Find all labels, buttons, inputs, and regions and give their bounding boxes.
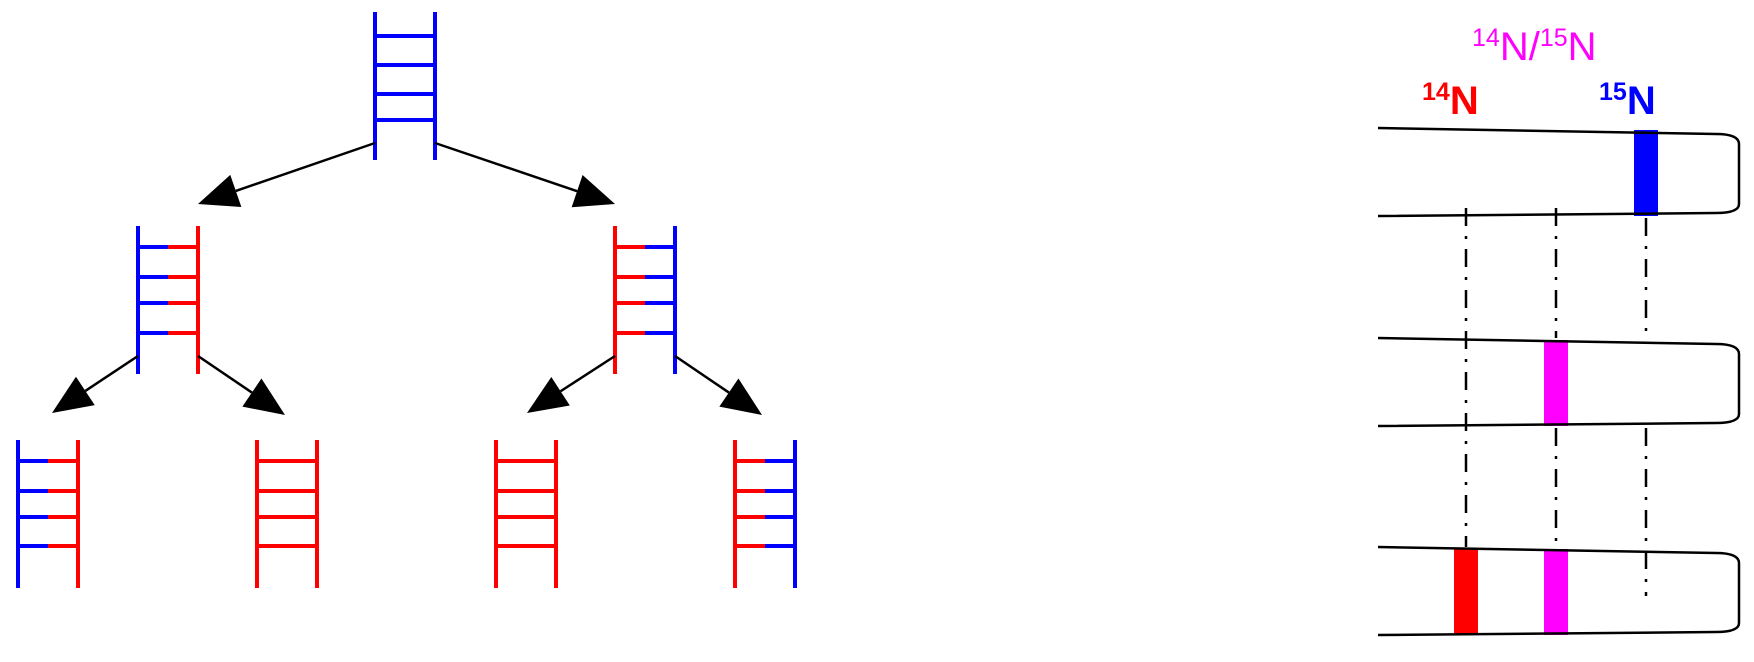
dna-molecule (255, 440, 319, 588)
tube-outline (1377, 545, 1741, 637)
label-n15-sup: 15 (1599, 78, 1627, 106)
arrow-shaft (674, 354, 730, 394)
arrow-shaft (235, 141, 376, 193)
arrow-shaft (84, 354, 139, 392)
replication-arrow (434, 141, 615, 208)
replication-arrows (52, 141, 762, 415)
arrow-shaft (434, 141, 578, 193)
label-hybrid-base2: N (1568, 25, 1597, 69)
centrifuge-panel: 14N/15N 14N 15N (1377, 24, 1741, 637)
arrow-head (571, 175, 615, 208)
arrow-head (242, 378, 285, 415)
replication-arrow (674, 354, 762, 415)
dna-molecule (373, 12, 437, 160)
arrow-head (527, 376, 570, 413)
generation-2 (16, 440, 797, 588)
arrow-head (198, 174, 242, 208)
density-guide-lines (1464, 208, 1648, 596)
centrifuge-tube (1377, 545, 1741, 637)
dna-molecule (733, 440, 797, 588)
arrow-shaft (197, 354, 253, 394)
label-n15-base: N (1627, 79, 1656, 123)
arrow-head (52, 376, 95, 413)
arrow-shaft (559, 354, 616, 393)
centrifuge-tubes (1377, 126, 1741, 637)
arrow-head (719, 378, 762, 415)
label-hybrid-base1: N/ (1500, 25, 1541, 69)
replication-arrow (527, 354, 616, 413)
density-band-hybrid (1544, 549, 1568, 635)
label-n15-density: 15N (1599, 78, 1656, 123)
label-hybrid-sup2: 15 (1540, 24, 1568, 52)
dna-molecule (136, 226, 200, 374)
replication-tree (16, 12, 797, 588)
label-n14-density: 14N (1422, 78, 1479, 123)
label-hybrid-density: 14N/15N (1472, 24, 1597, 69)
label-n14-sup: 14 (1422, 78, 1450, 106)
dna-molecule (494, 440, 558, 588)
replication-arrow (52, 354, 139, 413)
centrifuge-tube (1377, 336, 1741, 428)
dna-molecule (613, 226, 677, 374)
replication-arrow (198, 141, 376, 208)
tube-outline (1377, 126, 1741, 218)
density-band-hybrid (1544, 340, 1568, 426)
label-n14-base: N (1450, 79, 1479, 123)
generation-0 (373, 12, 437, 160)
centrifuge-tube (1377, 126, 1741, 218)
label-hybrid-sup1: 14 (1472, 24, 1500, 52)
density-band-n14 (1454, 549, 1478, 635)
generation-1 (136, 226, 677, 374)
replication-arrow (197, 354, 285, 415)
tube-outline (1377, 336, 1741, 428)
dna-molecule (16, 440, 80, 588)
density-band-n15 (1634, 130, 1658, 216)
